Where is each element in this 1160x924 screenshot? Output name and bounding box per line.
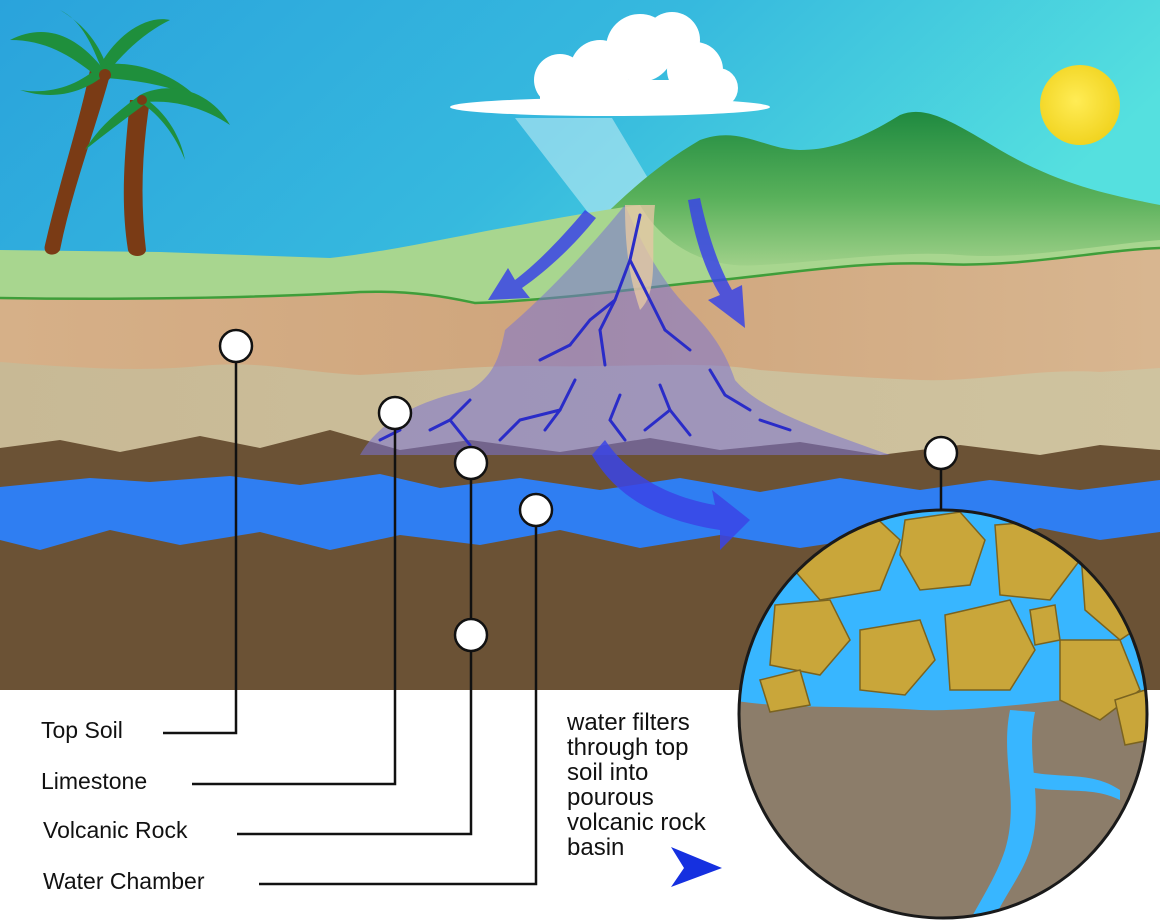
label-limestone: Limestone bbox=[41, 768, 148, 794]
label-water-chamber: Water Chamber bbox=[43, 868, 205, 894]
marker-water-chamber bbox=[518, 492, 554, 528]
marker-dots bbox=[218, 328, 959, 653]
infiltration-zone bbox=[360, 205, 890, 455]
marker-top-soil bbox=[218, 328, 254, 364]
leader-lines bbox=[163, 346, 943, 886]
filtration-caption: water filters through top soil into pour… bbox=[567, 710, 757, 860]
marker-magnifier bbox=[923, 435, 959, 471]
caption-line: basin bbox=[567, 834, 625, 861]
triangle-arrow-icon bbox=[671, 847, 722, 887]
label-top-soil: Top Soil bbox=[41, 717, 123, 743]
caption-line: soil into bbox=[567, 759, 649, 786]
flow-arrows bbox=[488, 198, 750, 550]
caption-line: water filters bbox=[567, 709, 690, 736]
label-volcanic-rock: Volcanic Rock bbox=[43, 817, 188, 843]
caption-line: volcanic rock bbox=[567, 809, 706, 836]
palm-tree-icon bbox=[10, 10, 230, 256]
marker-volcanic-rock bbox=[453, 445, 489, 481]
caption-line: pourous bbox=[567, 784, 654, 811]
marker-limestone bbox=[377, 395, 413, 431]
sun-icon bbox=[1040, 65, 1120, 145]
caption-line: through top bbox=[567, 734, 689, 761]
marker-volcanic-rock-lower bbox=[453, 617, 489, 653]
